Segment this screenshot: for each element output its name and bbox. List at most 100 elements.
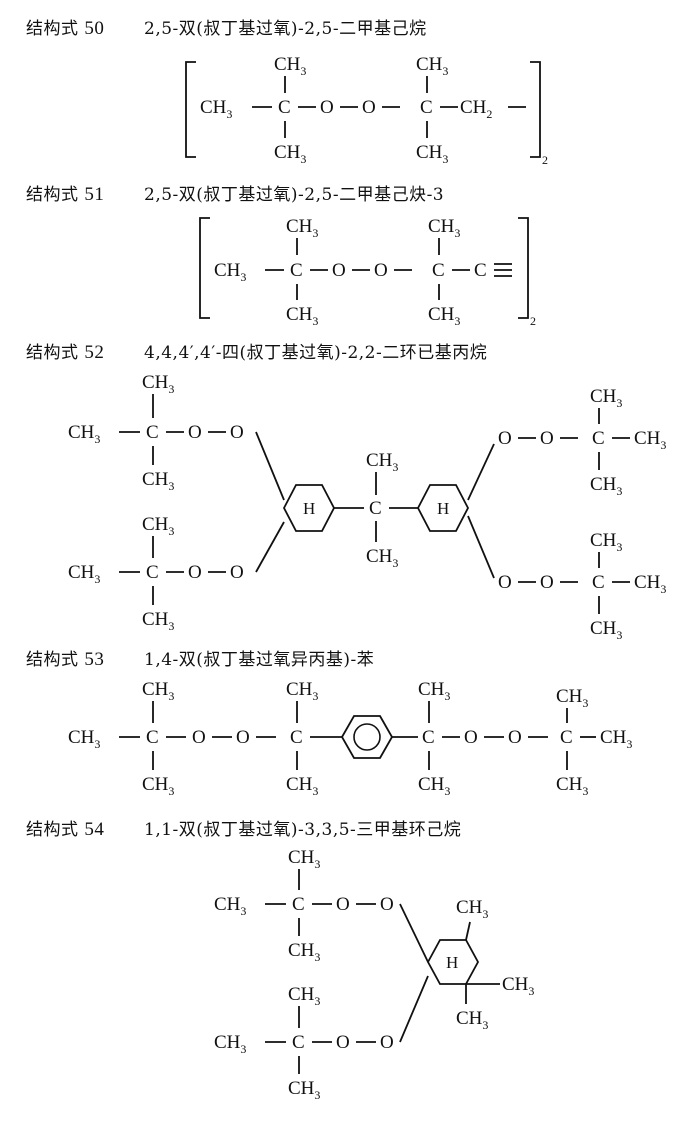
compound-name: 1,4-双(叔丁基过氧异丙基)-苯 [144,650,375,670]
left-bracket [185,61,196,158]
carbon: C [422,727,435,748]
structure-label: 结构式 [26,19,79,39]
oxygen: O [540,572,554,593]
carbon: C [292,894,305,915]
oxygen: O [498,428,512,449]
carbon: C [146,727,159,748]
oxygen: O [380,1032,394,1053]
carbon-1: C [278,97,291,118]
methyl: CH3 [286,774,318,798]
methyl: CH3 [288,940,320,964]
carbon-1: C [290,260,303,281]
carbon: C [146,562,159,583]
methyl: CH3 [590,530,622,554]
right-bracket [530,61,541,158]
oxygen: O [336,1032,350,1053]
methyl: CH3 [286,679,318,703]
methyl: CH3 [634,428,666,452]
ring-h-label: H [437,499,449,518]
compound-name: 2,5-双(叔丁基过氧)-2,5-二甲基己炔-3 [144,185,445,205]
structure-label: 结构式 [26,650,79,670]
triple-bond [494,263,512,277]
left-bracket [199,217,210,319]
oxygen: O [336,894,350,915]
methyl-bottom-1: CH3 [274,142,306,166]
carbon: C [146,422,159,443]
methyl: CH3 [556,686,588,710]
right-bracket [518,217,529,319]
oxygen: O [188,562,202,583]
methyl: CH3 [142,372,174,396]
methyl: CH3 [288,847,320,871]
methyl: CH3 [68,422,100,446]
oxygen-1: O [320,97,334,118]
methyl: CH3 [366,546,398,570]
bond [399,903,429,963]
oxygen: O [508,727,522,748]
oxygen: O [192,727,206,748]
methyl: CH3 [634,572,666,596]
methyl: CH3 [600,727,632,751]
carbon: C [290,727,303,748]
aromatic-circle [353,723,381,751]
methyl: CH3 [142,609,174,633]
methyl: CH3 [556,774,588,798]
methyl: CH3 [142,514,174,538]
methyl-top-2: CH3 [428,216,460,240]
methyl: CH3 [142,679,174,703]
methyl-bottom-2: CH3 [428,304,460,328]
bond [467,515,495,579]
methyl-bottom-1: CH3 [286,304,318,328]
carbon: C [592,572,605,593]
structure-number: 50 [84,18,105,39]
methyl: CH3 [418,774,450,798]
oxygen: O [236,727,250,748]
methylene: CH2 [460,97,492,121]
oxygen: O [230,562,244,583]
methyl: CH3 [142,774,174,798]
bond [255,521,285,573]
compound-name: 1,1-双(叔丁基过氧)-3,3,5-三甲基环己烷 [144,820,462,840]
oxygen: O [464,727,478,748]
oxygen-1: O [332,260,346,281]
methyl-bottom-2: CH3 [416,142,448,166]
repeat-count: 2 [530,314,536,328]
methyl: CH3 [456,1008,488,1032]
structure-heading-53: 结构式 53 1,4-双(叔丁基过氧异丙基)-苯 [26,645,374,671]
carbon: C [369,498,382,519]
methyl-top-2: CH3 [416,54,448,78]
ring-h-label: H [303,499,315,518]
methyl: CH3 [590,386,622,410]
carbon: C [560,727,573,748]
methyl: CH3 [288,1078,320,1102]
carbon-3: C [474,260,487,281]
structure-number: 53 [84,649,105,670]
carbon-2: C [420,97,433,118]
oxygen: O [498,572,512,593]
structure-label: 结构式 [26,820,79,840]
methyl: CH3 [68,727,100,751]
oxygen: O [540,428,554,449]
methyl: CH3 [366,450,398,474]
bond [399,975,429,1043]
compound-name: 4,4,4′,4′-四(叔丁基过氧)-2,2-二环已基丙烷 [144,343,488,363]
oxygen-2: O [362,97,376,118]
carbon-2: C [432,260,445,281]
structure-number: 52 [84,342,105,363]
structure-label: 结构式 [26,185,79,205]
bond [255,431,285,501]
methyl: CH3 [288,984,320,1008]
methyl-top-1: CH3 [274,54,306,78]
carbon: C [592,428,605,449]
methyl: CH3 [214,1032,246,1056]
methyl-top-1: CH3 [286,216,318,240]
repeat-count: 2 [542,153,548,167]
cyclohexane-ring [426,939,480,985]
